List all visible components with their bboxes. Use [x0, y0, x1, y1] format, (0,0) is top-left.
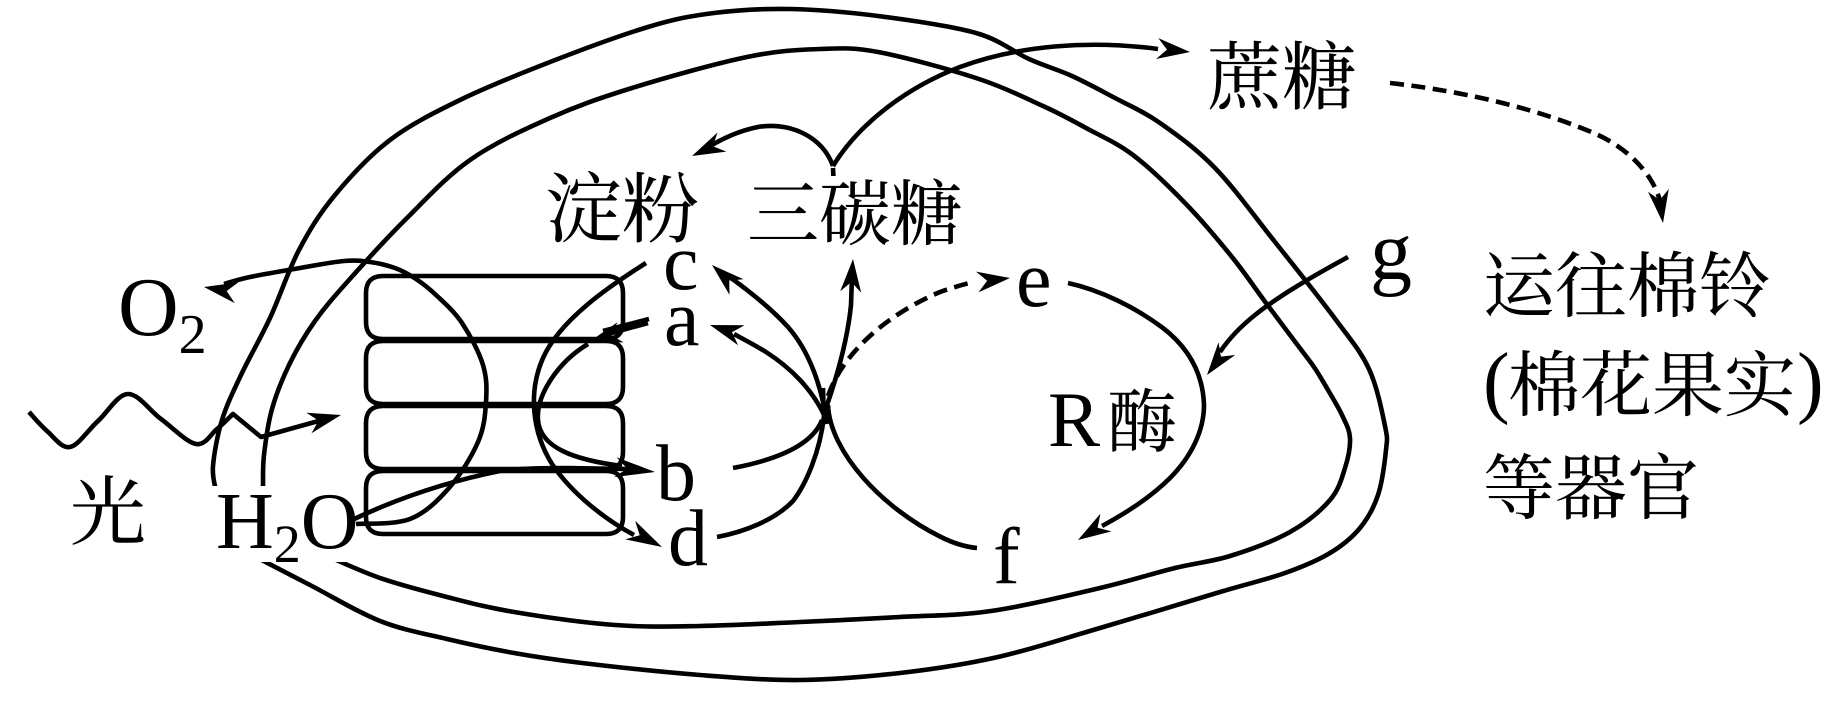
- svg-text:d: d: [668, 495, 708, 583]
- svg-text:(: (: [1483, 338, 1510, 426]
- svg-text:O2: O2: [118, 261, 207, 366]
- svg-text:c: c: [663, 219, 699, 307]
- svg-text:g: g: [1370, 205, 1412, 298]
- svg-text:R: R: [1048, 376, 1100, 463]
- svg-text:a: a: [664, 275, 700, 363]
- svg-text:e: e: [1016, 236, 1052, 324]
- svg-text:): ): [1797, 338, 1824, 426]
- svg-text:H2O: H2O: [216, 478, 359, 574]
- svg-text:b: b: [656, 430, 696, 518]
- svg-text:f: f: [993, 513, 1020, 601]
